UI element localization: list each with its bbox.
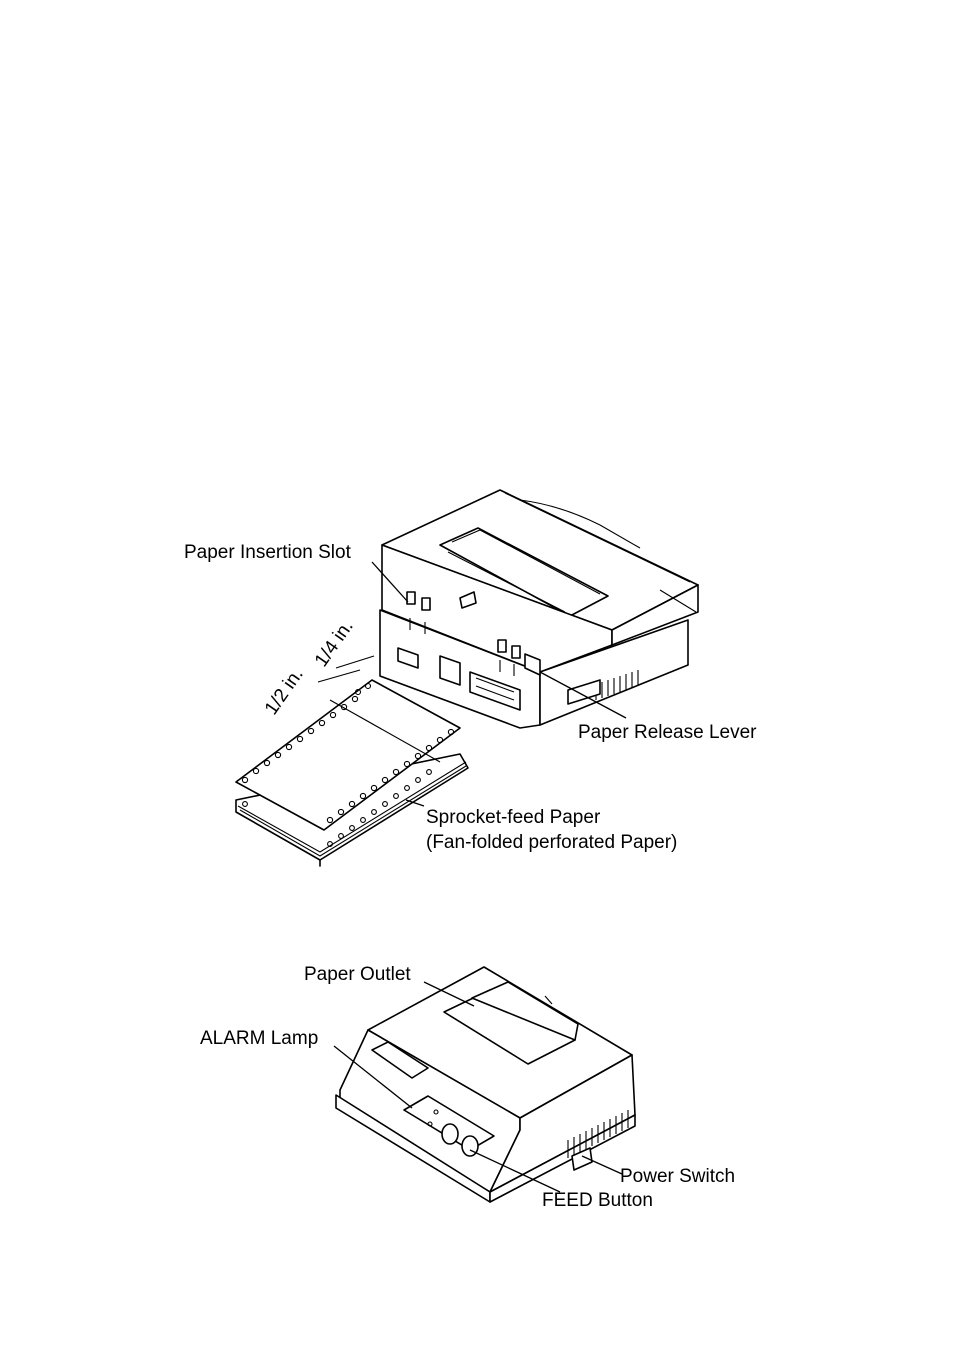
- sprocket-paper-stack: [235, 655, 469, 867]
- label-feed-button: FEED Button: [542, 1190, 653, 1211]
- dimension-half-inch: 1/2 in.: [261, 664, 308, 718]
- label-paper-release-lever: Paper Release Lever: [578, 722, 757, 743]
- sprocket-holes-right: [326, 728, 455, 824]
- leader-power-switch: [581, 1155, 623, 1175]
- printer-front-view: [335, 966, 636, 1203]
- leader-sprocket-paper: [405, 799, 425, 807]
- leader-paper-outlet: [423, 981, 475, 1007]
- label-alarm-lamp: ALARM Lamp: [200, 1028, 318, 1049]
- leader-alarm-lamp: [333, 1045, 413, 1109]
- label-fan-folded-paper: (Fan-folded perforated Paper): [426, 832, 677, 853]
- label-paper-outlet: Paper Outlet: [304, 964, 411, 985]
- leader-paper-insertion-slot: [371, 561, 409, 603]
- leader-paper-release-lever: [539, 671, 627, 719]
- dimension-quarter-inch: 1/4 in.: [311, 616, 358, 670]
- leader-feed-button: [469, 1149, 561, 1193]
- label-sprocket-feed-paper: Sprocket-feed Paper: [426, 807, 601, 828]
- label-power-switch: Power Switch: [620, 1166, 735, 1187]
- label-paper-insertion-slot: Paper Insertion Slot: [184, 542, 352, 563]
- sprocket-holes-left: [241, 695, 359, 784]
- printer-rear-view: [379, 489, 699, 729]
